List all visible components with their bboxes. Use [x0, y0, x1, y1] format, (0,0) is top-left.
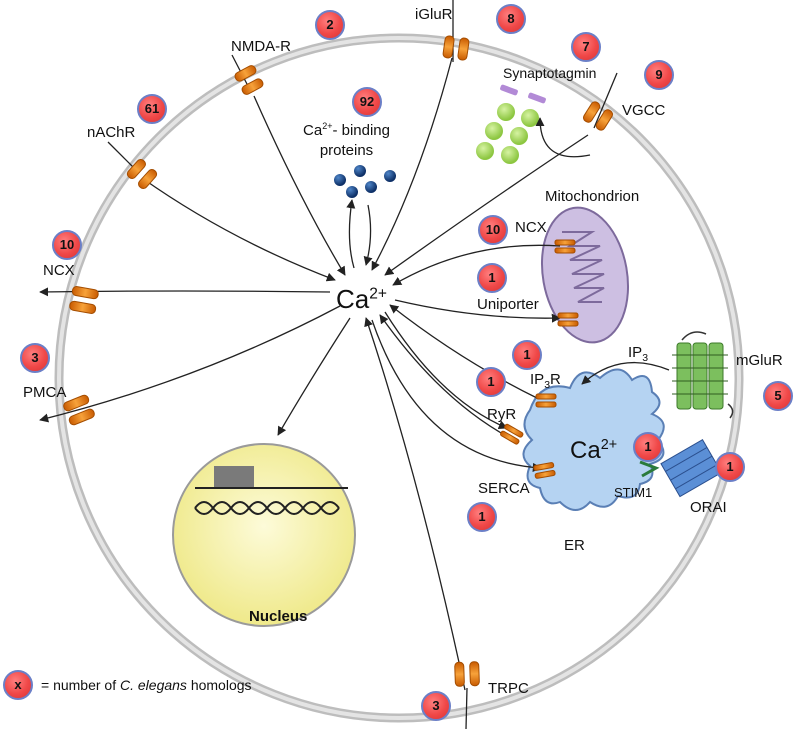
label-synaptotagmin: Synaptotagmin — [503, 65, 597, 81]
badge-cabp: 92 — [352, 87, 382, 117]
legend-prefix: = number of — [41, 677, 120, 693]
ca-er-base: Ca — [570, 437, 601, 464]
badge-ncx-mito: 10 — [478, 215, 508, 245]
label-mitochondrion: Mitochondrion — [545, 188, 640, 205]
badge-synaptotagmin: 7 — [571, 32, 601, 62]
channel-trpc — [454, 661, 480, 687]
badge-nachr: 61 — [137, 94, 167, 124]
legend-suffix: homologs — [186, 677, 252, 693]
badge-vgcc: 9 — [644, 60, 674, 90]
synaptotagmin-protein — [500, 84, 546, 104]
channel-ncx-mito — [554, 239, 576, 254]
ca-binding-protein-dots — [334, 165, 396, 198]
synaptic-vesicles — [476, 103, 539, 164]
endoplasmic-reticulum — [522, 368, 665, 511]
ca-center-base: Ca — [336, 284, 370, 314]
label-serca: SERCA — [478, 480, 530, 497]
channel-uniporter — [557, 312, 579, 327]
legend-species: C. elegans — [120, 677, 187, 693]
label-nmda-r: NMDA-R — [231, 38, 291, 55]
flux-arrows — [39, 57, 670, 691]
ca-center-sup: 2+ — [369, 285, 388, 303]
label-ryr: RyR — [487, 406, 517, 423]
label-vgcc: VGCC — [622, 102, 666, 119]
membrane-channels — [63, 35, 613, 687]
badge-uniporter: 1 — [477, 263, 507, 293]
label-ip3: IP3 — [628, 344, 648, 363]
legend-text: = number of C. elegans homologs — [41, 678, 252, 692]
ip3r-suffix: R — [550, 371, 561, 388]
badge-stim1: 1 — [633, 432, 663, 462]
orai-channel — [660, 438, 723, 498]
stim1-protein — [639, 460, 660, 478]
channel-serca — [533, 462, 556, 479]
badge-ncx-left: 10 — [52, 230, 82, 260]
label-orai: ORAI — [690, 499, 727, 516]
label-ca-er: Ca2+ — [570, 437, 618, 464]
nucleus — [172, 443, 356, 627]
label-ca-cytosol: Ca2+ — [336, 286, 387, 312]
mitochondrion — [540, 206, 630, 344]
label-uniporter: Uniporter — [477, 296, 539, 313]
badge-pmca: 3 — [20, 343, 50, 373]
label-ca-binding-proteins: Ca2+- binding proteins — [303, 121, 390, 161]
label-er: ER — [564, 537, 585, 554]
cabp-suffix: - binding — [332, 122, 390, 139]
channel-vgcc — [583, 101, 613, 131]
channel-ryr — [500, 423, 524, 445]
ca-er-sup: 2+ — [600, 437, 618, 453]
cabp-line2: proteins — [319, 142, 374, 159]
channel-ip3r — [535, 393, 557, 408]
ip3r-base: IP — [530, 371, 545, 388]
badge-mglur: 5 — [763, 381, 793, 411]
label-pmca: PMCA — [23, 384, 67, 401]
badge-orai: 1 — [715, 452, 745, 482]
badge-iglur: 8 — [496, 4, 526, 34]
ip3r-sub: 3 — [544, 379, 551, 391]
label-ncx-mito: NCX — [515, 219, 547, 236]
ip3-base: IP — [628, 344, 643, 361]
badge-nmda: 2 — [315, 10, 345, 40]
channel-nachr — [126, 158, 158, 190]
cabp-ca: Ca — [303, 122, 323, 139]
channel-ncx-left — [69, 286, 99, 314]
label-mglur: mGluR — [736, 352, 783, 369]
label-trpc: TRPC — [488, 680, 529, 697]
legend-badge: x — [3, 670, 33, 700]
channel-nmda — [234, 65, 264, 95]
badge-ryr: 1 — [476, 367, 506, 397]
badge-ip3r: 1 — [512, 340, 542, 370]
label-ip3r: IP3R — [530, 371, 561, 390]
label-iglur: iGluR — [415, 6, 453, 23]
label-stim1: STIM1 — [614, 485, 653, 500]
label-nachr: nAChR — [87, 124, 136, 141]
label-ncx-left: NCX — [43, 262, 75, 279]
badge-serca: 1 — [467, 502, 497, 532]
channel-pmca — [63, 394, 95, 426]
cabp-sup: 2+ — [322, 121, 333, 131]
mglur-receptor — [672, 331, 734, 419]
channel-iglur — [442, 35, 470, 61]
ip3-sub: 3 — [642, 352, 649, 364]
badge-trpc: 3 — [421, 691, 451, 721]
label-nucleus: Nucleus — [249, 608, 308, 625]
